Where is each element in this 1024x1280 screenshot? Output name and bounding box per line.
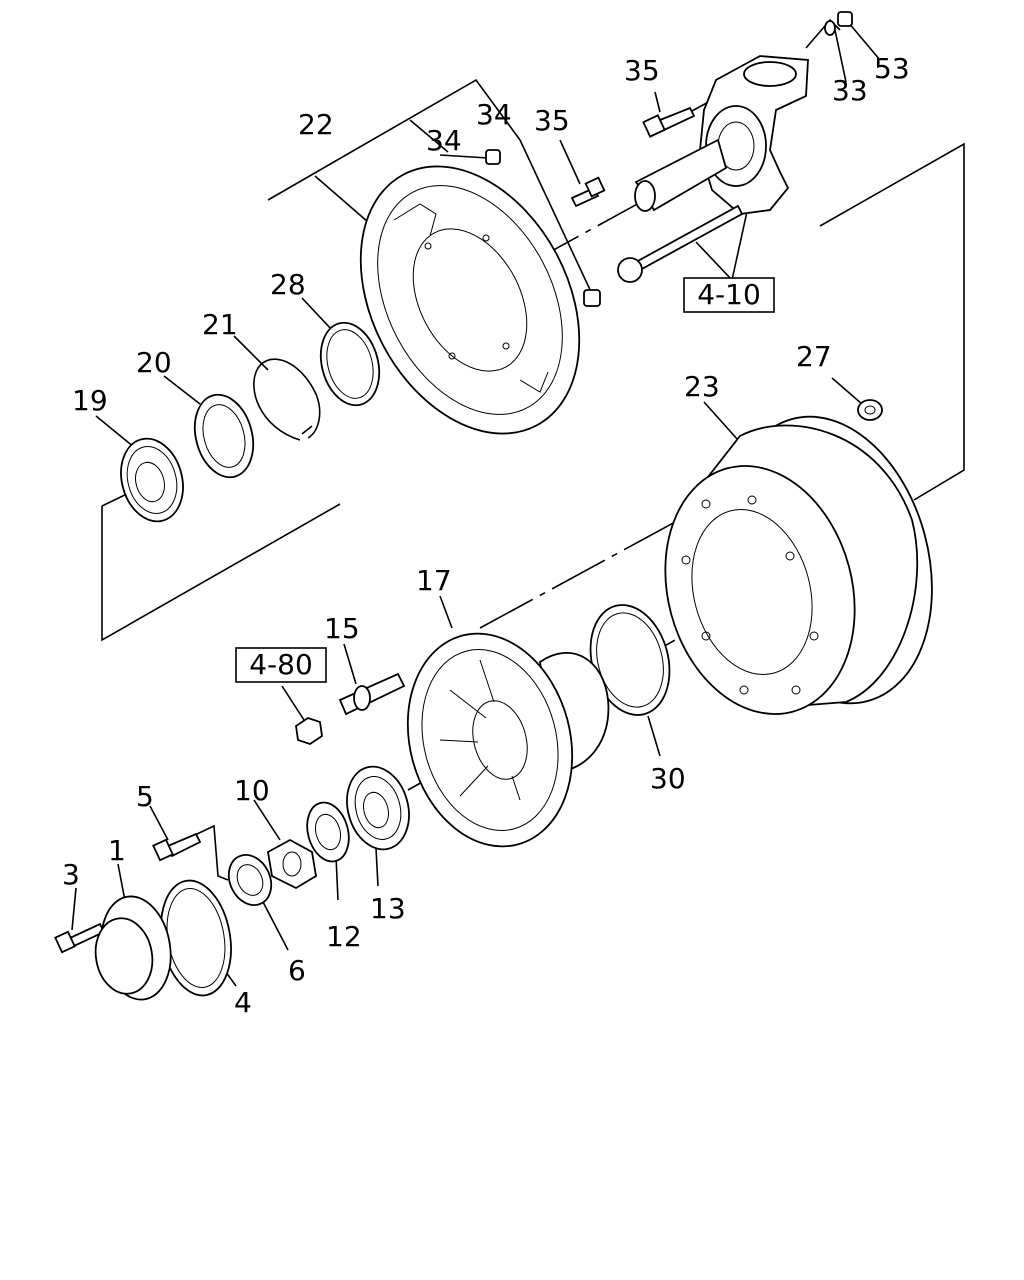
callout-4: 4 [234,986,252,1019]
callout-13: 13 [370,892,406,925]
ref-label-4-80: 4-80 [249,648,313,681]
callout-17: 17 [416,564,452,597]
callout-5: 5 [136,780,154,813]
seal-12 [306,801,350,863]
callout-10: 10 [234,774,270,807]
callout-28: 28 [270,268,306,301]
callout-33: 33 [832,74,868,107]
lock-washer-6 [227,854,273,906]
callout-30: 30 [650,762,686,795]
seal-28 [319,321,381,407]
callout-3: 3 [62,858,80,891]
callout-53: 53 [874,52,910,85]
bearing-13 [346,765,410,851]
steering-knuckle [634,55,809,215]
ref-label-4-10: 4-10 [697,278,761,311]
backing-plate [359,165,581,435]
snap-ring-21 [253,358,321,441]
brake-drum [664,415,933,715]
callout-20: 20 [136,346,172,379]
callout-34-top: 34 [476,98,512,131]
callout-21: 21 [202,308,238,341]
ref-box-4-10[interactable]: 4-10 [683,277,775,313]
callout-35-mid: 35 [534,104,570,137]
ref-box-4-80[interactable]: 4-80 [235,647,327,683]
wheel-hub [406,632,610,848]
callout-6: 6 [288,954,306,987]
callout-22: 22 [298,108,334,141]
callout-34-left: 34 [426,124,462,157]
leader-lines [71,18,965,987]
hub-cap-1 [94,895,172,1001]
callout-19: 19 [72,384,108,417]
callout-35-top: 35 [624,54,660,87]
callout-labels: 22 34 34 35 35 33 53 28 21 20 19 27 23 1… [62,52,910,1019]
callout-15: 15 [324,612,360,645]
fasteners [54,11,883,954]
callout-27: 27 [796,340,832,373]
callout-12: 12 [326,920,362,953]
bearing-19 [120,437,184,523]
callout-1: 1 [108,834,126,867]
seal-20 [193,393,255,479]
callout-23: 23 [684,370,720,403]
